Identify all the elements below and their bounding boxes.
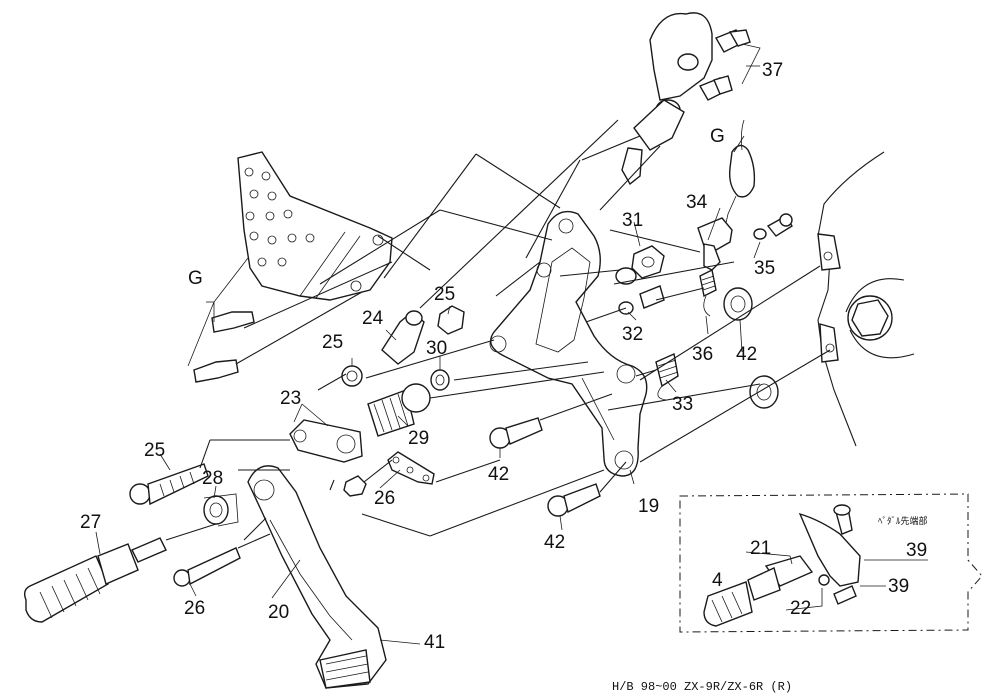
callout-26-upper: 26 — [374, 488, 395, 509]
bolt-25-long — [129, 463, 209, 506]
callout-22: 22 — [790, 598, 811, 619]
callout-36: 36 — [692, 344, 713, 365]
callout-37: 37 — [762, 60, 783, 81]
bolt-42-lower — [547, 483, 601, 517]
callout-30: 30 — [426, 338, 447, 359]
assembly-lines — [165, 119, 831, 549]
bolt-26-lower — [173, 547, 241, 587]
callout-41: 41 — [424, 632, 445, 653]
callout-25-left: 25 — [144, 440, 165, 461]
plate-screw-lower — [193, 359, 239, 383]
callout-25-top: 25 — [434, 284, 455, 305]
callout-4: 4 — [712, 570, 723, 591]
callout-29: 29 — [408, 428, 429, 449]
engine-cover — [845, 278, 915, 359]
callout-39-lower: 39 — [888, 576, 909, 597]
bushing-28 — [203, 493, 239, 527]
callout-35: 35 — [754, 258, 775, 279]
washer-30 — [430, 369, 450, 391]
callout-26-lower: 26 — [184, 598, 205, 619]
return-spring-33 — [655, 352, 679, 401]
heel-guard-plate — [237, 151, 393, 301]
frame-edge — [817, 151, 885, 447]
collar-25 — [341, 365, 363, 387]
callout-23: 23 — [280, 388, 301, 409]
callouts: 37 G 31 34 35 G 25 24 25 30 32 36 42 33 … — [80, 60, 928, 653]
inset-note: ﾍﾟﾀﾞﾙ先端部 — [878, 515, 928, 527]
callout-24: 24 — [362, 308, 384, 329]
callout-25-mid: 25 — [322, 332, 343, 353]
return-spring-36 — [699, 268, 717, 317]
bolt-42-middle — [489, 417, 543, 449]
callout-28: 28 — [202, 468, 223, 489]
link-arm-23 — [289, 419, 363, 463]
brake-pedal-20 — [247, 465, 387, 689]
callout-32: 32 — [622, 324, 643, 345]
nut-25-lower — [343, 475, 367, 497]
callout-42-lower: 42 — [544, 532, 565, 553]
footer-model-label: H/B 98~00 ZX-9R/ZX-6R (R) — [612, 680, 792, 694]
bolt-35 — [753, 213, 793, 240]
reservoir-hose — [723, 119, 756, 233]
callout-34: 34 — [686, 192, 708, 213]
inset-detail-box — [679, 493, 983, 633]
brake-master-cylinder — [621, 12, 713, 186]
collar-42-lower — [749, 375, 779, 409]
pivot-bolt-24 — [381, 310, 425, 365]
callout-31: 31 — [622, 210, 643, 231]
mounting-bolt-37-lower — [698, 75, 733, 101]
plate-screw-upper — [211, 311, 255, 333]
callout-42-middle: 42 — [488, 464, 509, 485]
switch-bracket — [697, 217, 733, 271]
spline-shaft-29 — [367, 383, 431, 437]
nut-31 — [615, 245, 665, 285]
footpeg-27 — [23, 537, 167, 623]
callout-20: 20 — [268, 602, 289, 623]
callout-33: 33 — [672, 394, 693, 415]
callout-19: 19 — [638, 496, 659, 517]
callout-g-upper: G — [710, 126, 725, 147]
callout-27: 27 — [80, 512, 101, 533]
callout-39-upper: 39 — [906, 540, 927, 561]
callout-42-right: 42 — [736, 344, 757, 365]
collar-42-upper — [723, 287, 753, 321]
footpeg-bracket — [489, 210, 648, 477]
callout-g-lower: G — [188, 268, 203, 289]
mounting-bolt-37-upper — [714, 29, 751, 53]
nut-25-upper — [437, 305, 465, 335]
callout-21: 21 — [750, 538, 771, 559]
leader-lines — [95, 43, 761, 645]
linkage-plate-26 — [387, 451, 435, 485]
